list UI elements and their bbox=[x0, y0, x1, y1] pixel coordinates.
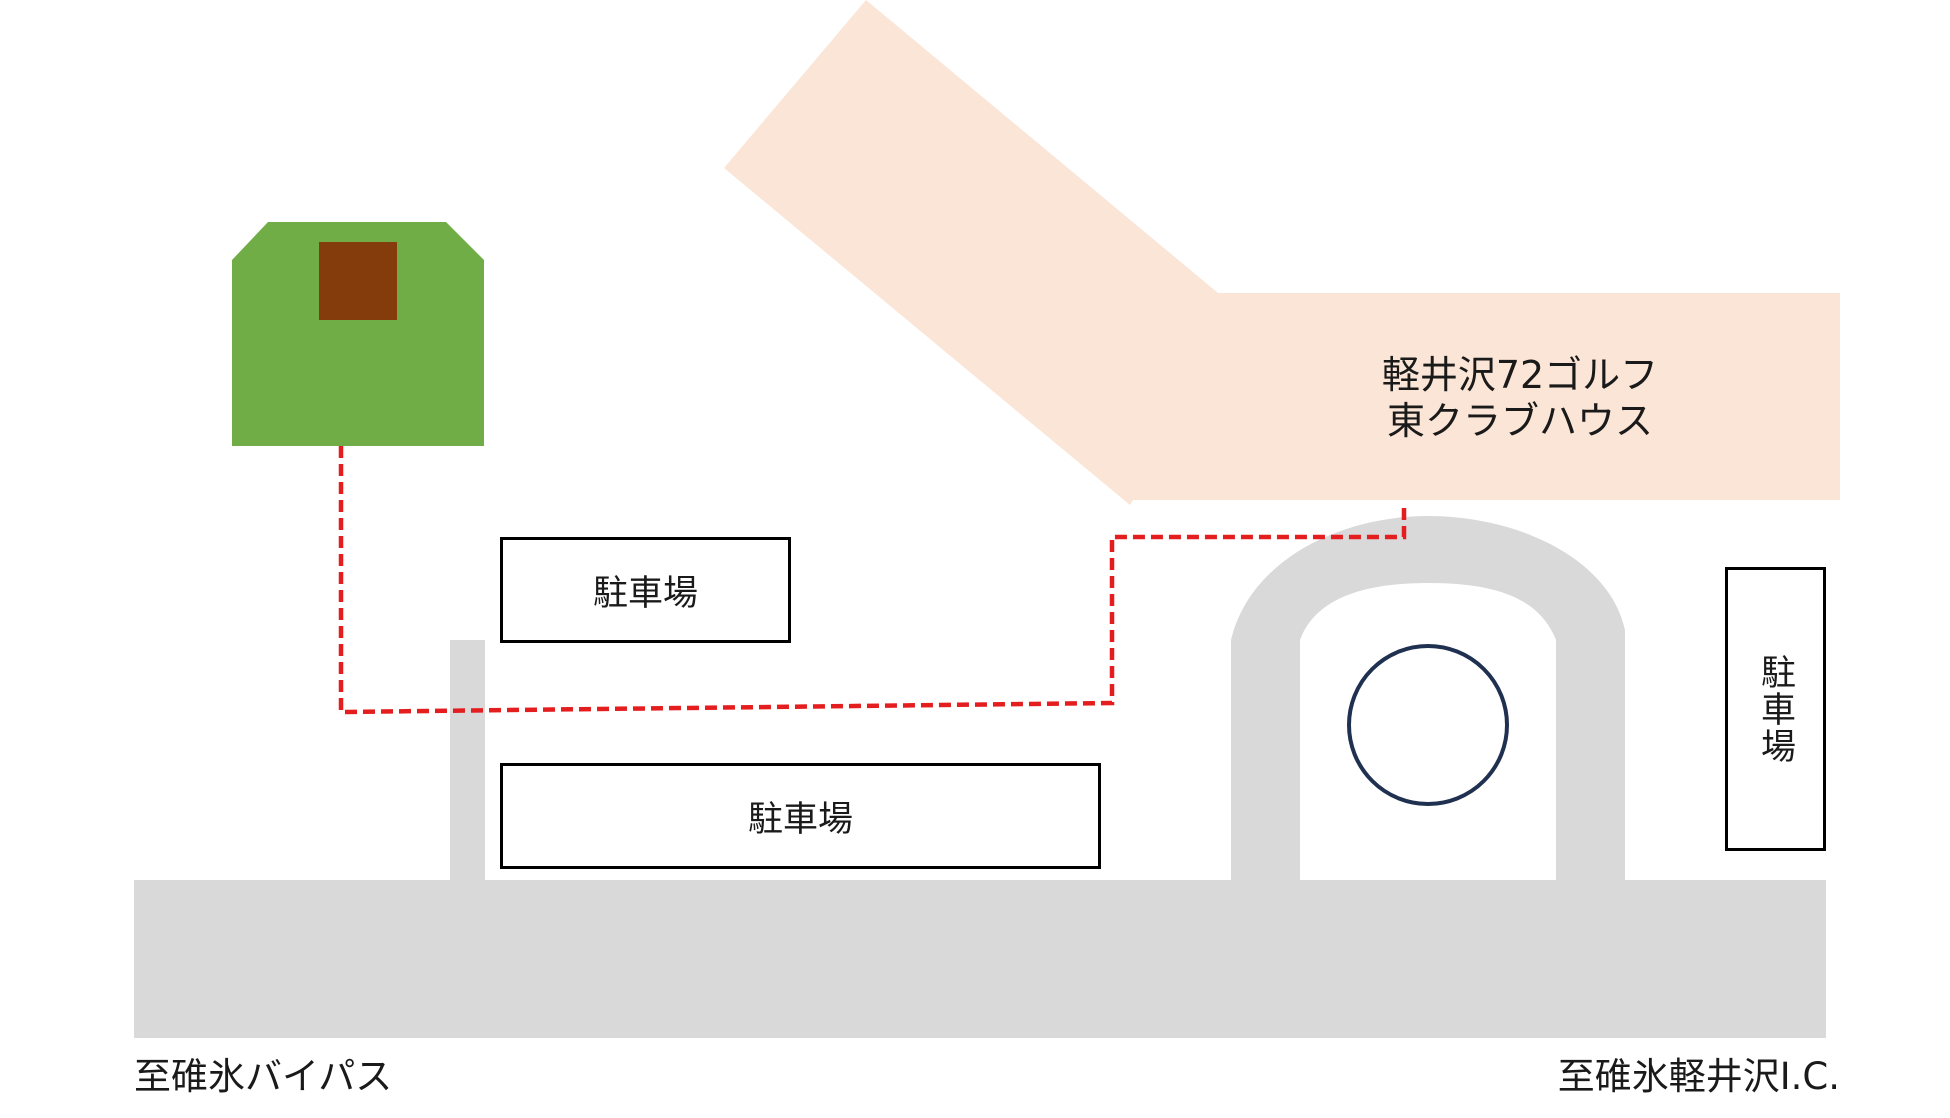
parking-lot-upper: 駐車場 bbox=[500, 537, 791, 643]
brown-marker-icon bbox=[319, 242, 397, 320]
main-road bbox=[134, 880, 1826, 1038]
road-label-right: 至碓氷軽井沢I.C. bbox=[1557, 1055, 1840, 1098]
clubhouse-name: 軽井沢72ゴルフ 東クラブハウス bbox=[1360, 352, 1680, 444]
green-building-icon bbox=[232, 222, 484, 446]
road-label-left: 至碓氷バイパス bbox=[134, 1055, 393, 1098]
roundabout-circle bbox=[1347, 644, 1509, 806]
dashed-route-line bbox=[338, 446, 1407, 715]
parking-lot-label: 駐車場 bbox=[747, 799, 853, 840]
clubhouse-building bbox=[724, 0, 1840, 505]
clubhouse-name-line2: 東クラブハウス bbox=[1386, 399, 1653, 443]
clubhouse-name-line1: 軽井沢72ゴルフ bbox=[1381, 353, 1659, 397]
parking-lot-label: 駐車場 bbox=[1755, 653, 1795, 765]
side-road bbox=[450, 640, 485, 885]
parking-lot-lower: 駐車場 bbox=[500, 763, 1101, 869]
parking-lot-right: 駐車場 bbox=[1725, 567, 1826, 851]
loop-road bbox=[1231, 516, 1625, 882]
parking-lot-label: 駐車場 bbox=[592, 573, 698, 614]
